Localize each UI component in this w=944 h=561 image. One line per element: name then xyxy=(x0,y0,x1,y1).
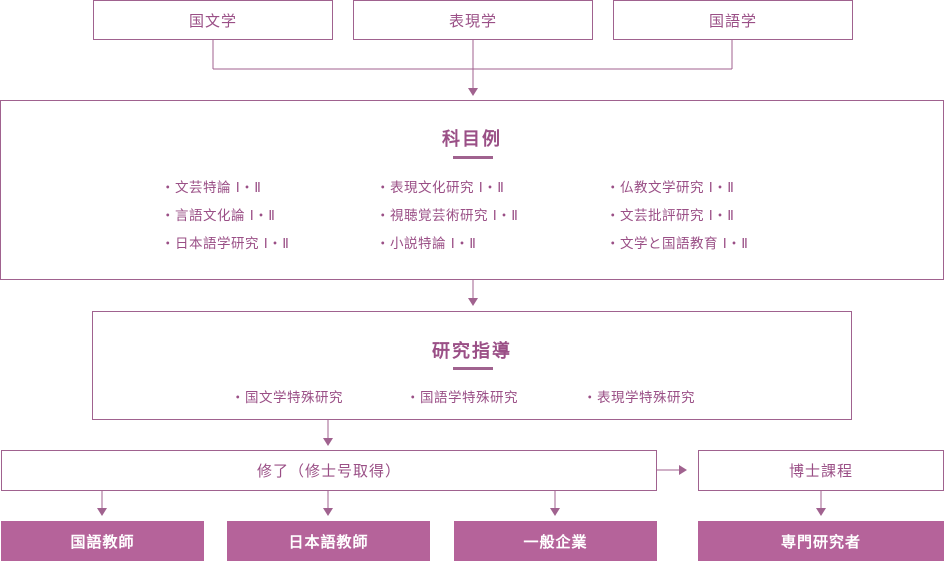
guidance-item: ・表現学特殊研究 xyxy=(583,390,695,406)
career-box-kokugo-teacher: 国語教師 xyxy=(1,521,204,561)
title-underline xyxy=(453,156,493,159)
subject-item: ・仏教文学研究 Ⅰ・Ⅱ xyxy=(606,180,735,196)
subject-item: ・文芸批評研究 Ⅰ・Ⅱ xyxy=(606,208,735,224)
source-label: 表現学 xyxy=(448,11,497,30)
source-label: 国文学 xyxy=(188,11,237,30)
arrow-down-icon xyxy=(468,88,478,96)
guidance-title: 研究指導 xyxy=(432,341,512,362)
source-box-hyogengaku: 表現学 xyxy=(353,0,593,40)
source-box-kokubungaku: 国文学 xyxy=(93,0,333,40)
subject-item: ・日本語学研究 Ⅰ・Ⅱ xyxy=(161,236,290,252)
doctoral-box: 博士課程 xyxy=(698,450,944,491)
arrow-right-icon xyxy=(679,465,687,475)
subject-item: ・文芸特論 Ⅰ・Ⅱ xyxy=(161,180,262,196)
guidance-item: ・国語学特殊研究 xyxy=(406,390,518,406)
source-box-kokugogaku: 国語学 xyxy=(613,0,853,40)
completion-label: 修了（修士号取得） xyxy=(256,462,401,480)
career-label: 日本語教師 xyxy=(288,532,369,551)
guidance-item: ・国文学特殊研究 xyxy=(231,390,343,406)
arrow-down-icon xyxy=(97,508,107,516)
arrow-down-icon xyxy=(323,438,333,446)
arrow-down-icon xyxy=(550,508,560,516)
subject-item: ・文学と国語教育 Ⅰ・Ⅱ xyxy=(606,236,749,252)
title-underline xyxy=(453,367,493,370)
subject-item: ・言語文化論 Ⅰ・Ⅱ xyxy=(161,208,276,224)
arrow-down-icon xyxy=(816,508,826,516)
completion-box: 修了（修士号取得） xyxy=(1,450,657,491)
career-box-researcher: 専門研究者 xyxy=(698,521,944,561)
career-box-nihongo-teacher: 日本語教師 xyxy=(227,521,430,561)
subject-item: ・視聴覚芸術研究 Ⅰ・Ⅱ xyxy=(376,208,519,224)
career-box-general-company: 一般企業 xyxy=(454,521,657,561)
subjects-title: 科目例 xyxy=(442,129,502,150)
career-label: 専門研究者 xyxy=(780,532,861,551)
doctoral-label: 博士課程 xyxy=(788,462,853,480)
source-label: 国語学 xyxy=(708,11,757,30)
career-label: 国語教師 xyxy=(70,532,135,551)
subject-item: ・表現文化研究 Ⅰ・Ⅱ xyxy=(376,180,505,196)
subjects-panel: 科目例 ・文芸特論 Ⅰ・Ⅱ ・言語文化論 Ⅰ・Ⅱ ・日本語学研究 Ⅰ・Ⅱ ・表現… xyxy=(0,100,944,280)
guidance-panel: 研究指導 ・国文学特殊研究 ・国語学特殊研究 ・表現学特殊研究 xyxy=(92,311,852,420)
arrow-down-icon xyxy=(323,508,333,516)
arrow-down-icon xyxy=(468,298,478,306)
career-label: 一般企業 xyxy=(523,532,588,551)
subject-item: ・小説特論 Ⅰ・Ⅱ xyxy=(376,236,477,252)
